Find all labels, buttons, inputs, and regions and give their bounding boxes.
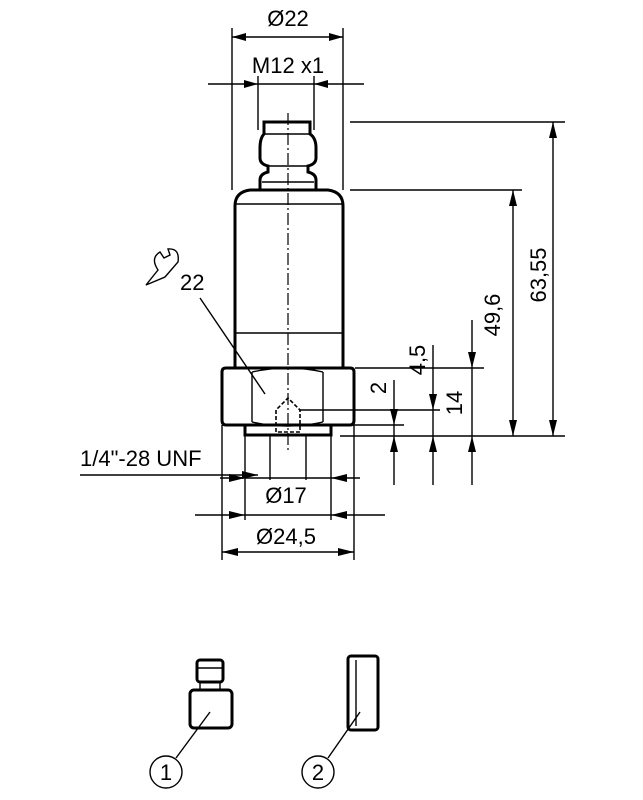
body-height-label: 49,6 — [480, 294, 505, 337]
connector-thread-dimension: M12 x1 — [208, 53, 364, 130]
diameter-22-label: Ø22 — [267, 6, 309, 31]
total-height-label: 63,55 — [526, 247, 551, 302]
hex-height-label: 4,5 — [405, 345, 430, 376]
diameter-22-dimension: Ø22 — [231, 6, 344, 190]
process-thread — [243, 423, 333, 437]
connector-thread-label: M12 x1 — [252, 53, 324, 78]
accessory-2-seal: 2 — [301, 654, 380, 789]
wrench-dimension: 22 — [145, 248, 266, 395]
hidden-port — [275, 396, 301, 433]
seal-offset-label: 2 — [366, 382, 391, 394]
callout-2-label: 2 — [312, 760, 324, 785]
accessory-1-connector-cap: 1 — [149, 658, 234, 789]
process-thread-label: 1/4"-28 UNF — [80, 446, 202, 471]
thread-length-label: 14 — [442, 391, 467, 415]
sensor-body — [233, 188, 345, 368]
height-dimensions: 63,55 49,6 14 4,5 2 — [300, 121, 565, 485]
thread-diameter-label: Ø17 — [265, 483, 307, 508]
wrench-icon — [145, 248, 179, 286]
callout-1-label: 1 — [160, 760, 172, 785]
wrench-size-label: 22 — [180, 270, 204, 295]
bottom-dimensions: 1/4"-28 UNF Ø17 Ø24,5 — [80, 425, 385, 560]
hex-diameter-label: Ø24,5 — [256, 524, 316, 549]
